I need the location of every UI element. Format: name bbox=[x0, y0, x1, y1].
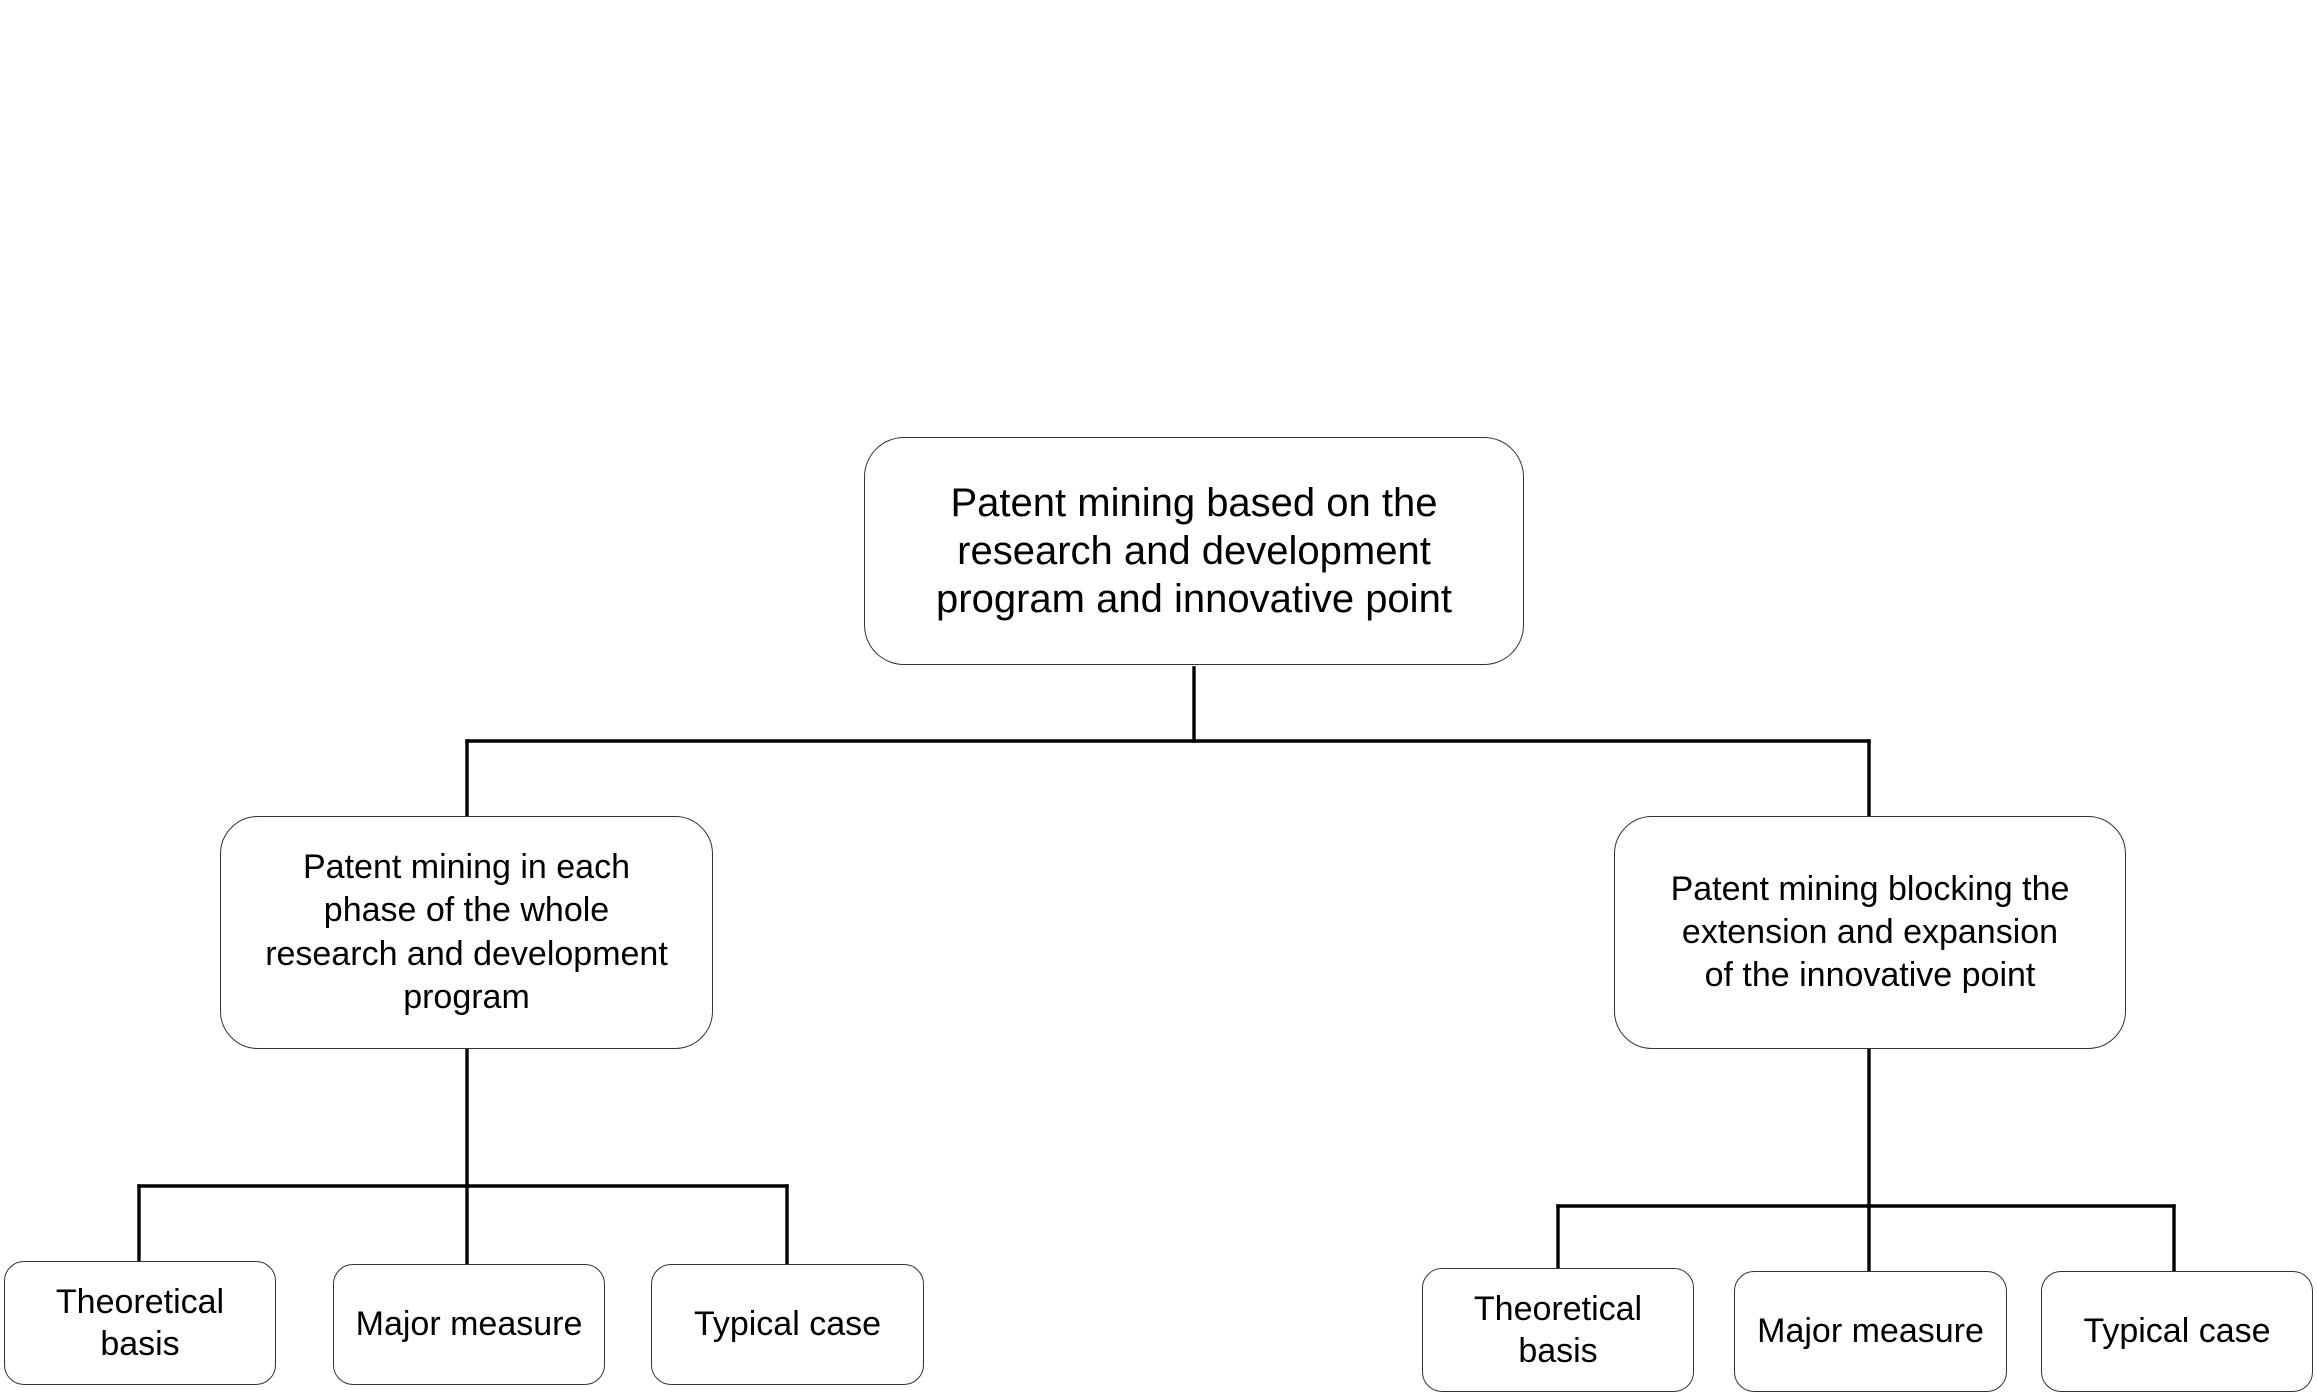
leaf-node-right-major-measure: Major measure bbox=[1734, 1271, 2007, 1392]
leaf-node-label: Theoretical basis bbox=[1473, 1289, 1643, 1370]
leaf-node-right-typical-case: Typical case bbox=[2041, 1271, 2313, 1392]
root-node: Patent mining based on the research and … bbox=[864, 437, 1524, 665]
leaf-node-left-theoretical-basis: Theoretical basis bbox=[4, 1261, 276, 1385]
root-node-label: Patent mining based on the research and … bbox=[936, 481, 1452, 621]
leaf-node-label: Major measure bbox=[355, 1305, 583, 1344]
leaf-node-label: Typical case bbox=[693, 1305, 882, 1344]
branch-node-left-label: Patent mining in each phase of the whole… bbox=[265, 848, 668, 1016]
leaf-node-right-theoretical-basis: Theoretical basis bbox=[1422, 1268, 1694, 1392]
branch-node-right: Patent mining blocking the extension and… bbox=[1614, 816, 2126, 1049]
leaf-node-left-major-measure: Major measure bbox=[333, 1264, 605, 1385]
leaf-node-label: Typical case bbox=[2083, 1312, 2271, 1351]
leaf-node-label: Major measure bbox=[1757, 1312, 1984, 1351]
leaf-node-left-typical-case: Typical case bbox=[651, 1264, 924, 1385]
leaf-node-label: Theoretical basis bbox=[55, 1282, 225, 1363]
branch-node-right-label: Patent mining blocking the extension and… bbox=[1670, 869, 2070, 995]
branch-node-left: Patent mining in each phase of the whole… bbox=[220, 816, 713, 1049]
